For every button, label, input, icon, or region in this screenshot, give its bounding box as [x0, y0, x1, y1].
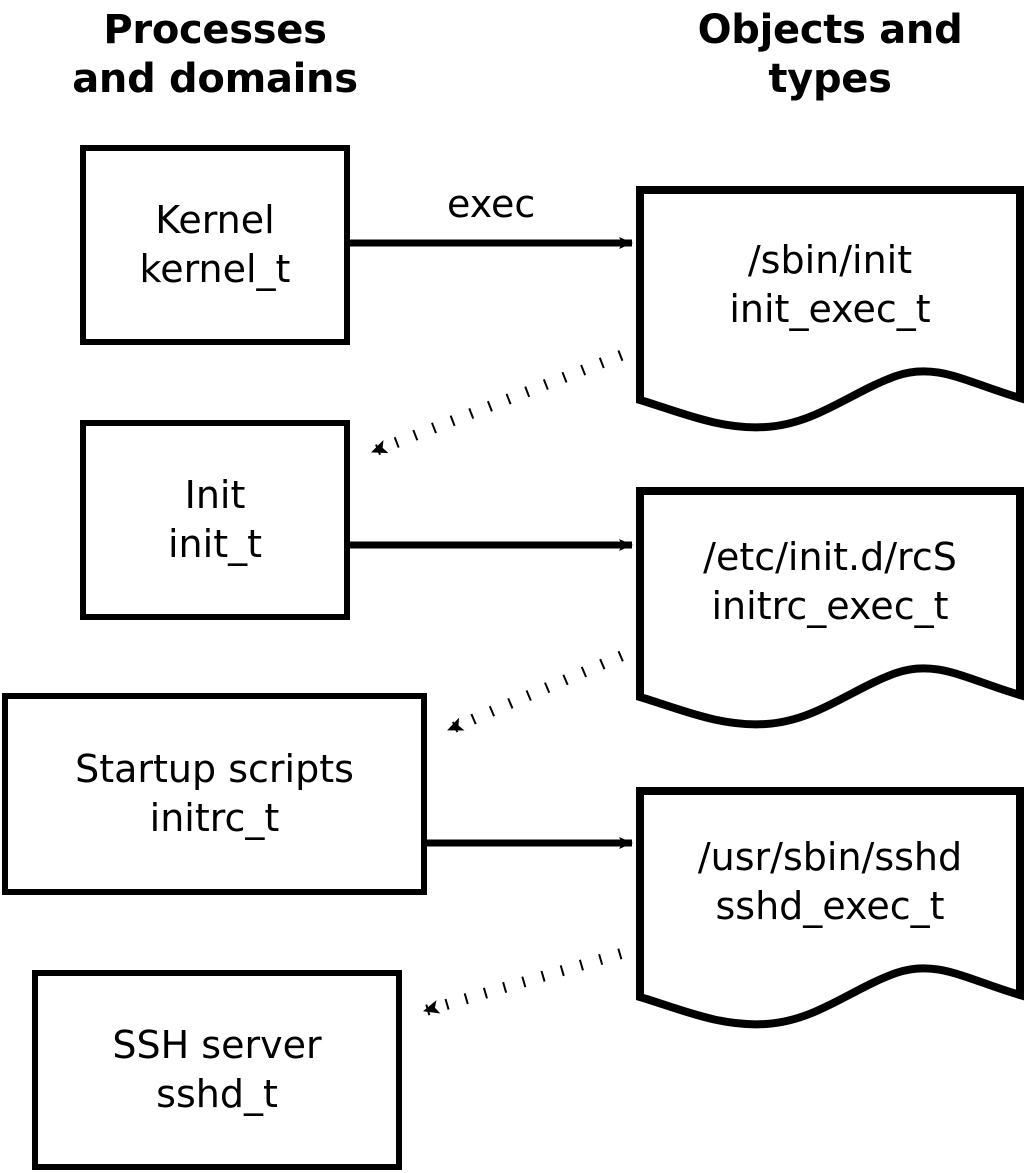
- process-box-ssh-server[interactable]: SSH server sshd_t: [32, 970, 402, 1170]
- edge-init-exec-to-init: [370, 342, 642, 458]
- process-box-kernel[interactable]: Kernel kernel_t: [80, 145, 350, 345]
- process-box-init-line1: Init: [184, 472, 246, 517]
- object-doc-sshd-exec[interactable]: /usr/sbin/sshd sshd_exec_t: [636, 787, 1024, 1032]
- edge-sshd-exec-to-sshd: [422, 942, 642, 1017]
- process-box-kernel-line1: Kernel: [155, 197, 275, 242]
- edge-label-exec: exec: [447, 182, 536, 226]
- object-doc-initrc-exec[interactable]: /etc/init.d/rcS initrc_exec_t: [636, 487, 1024, 732]
- process-box-startup-scripts-line1: Startup scripts: [75, 746, 354, 791]
- object-doc-init-exec[interactable]: /sbin/init init_exec_t: [636, 186, 1024, 436]
- document-shape-icon: [636, 787, 1024, 1029]
- document-shape-icon: [636, 487, 1024, 729]
- column-header-processes: Processes and domains: [72, 7, 358, 102]
- column-header-objects: Objects and types: [697, 7, 963, 102]
- process-box-ssh-server-line1: SSH server: [112, 1022, 322, 1067]
- process-box-kernel-line2: kernel_t: [139, 247, 291, 291]
- process-box-ssh-server-line2: sshd_t: [156, 1072, 278, 1116]
- process-box-startup-scripts[interactable]: Startup scripts initrc_t: [2, 693, 427, 895]
- process-box-init-line2: init_t: [168, 522, 262, 566]
- process-box-startup-scripts-line2: initrc_t: [149, 796, 280, 840]
- document-shape-icon: [636, 186, 1024, 432]
- edge-initrc-exec-to-initrc: [445, 642, 643, 736]
- process-box-init[interactable]: Init init_t: [80, 420, 350, 620]
